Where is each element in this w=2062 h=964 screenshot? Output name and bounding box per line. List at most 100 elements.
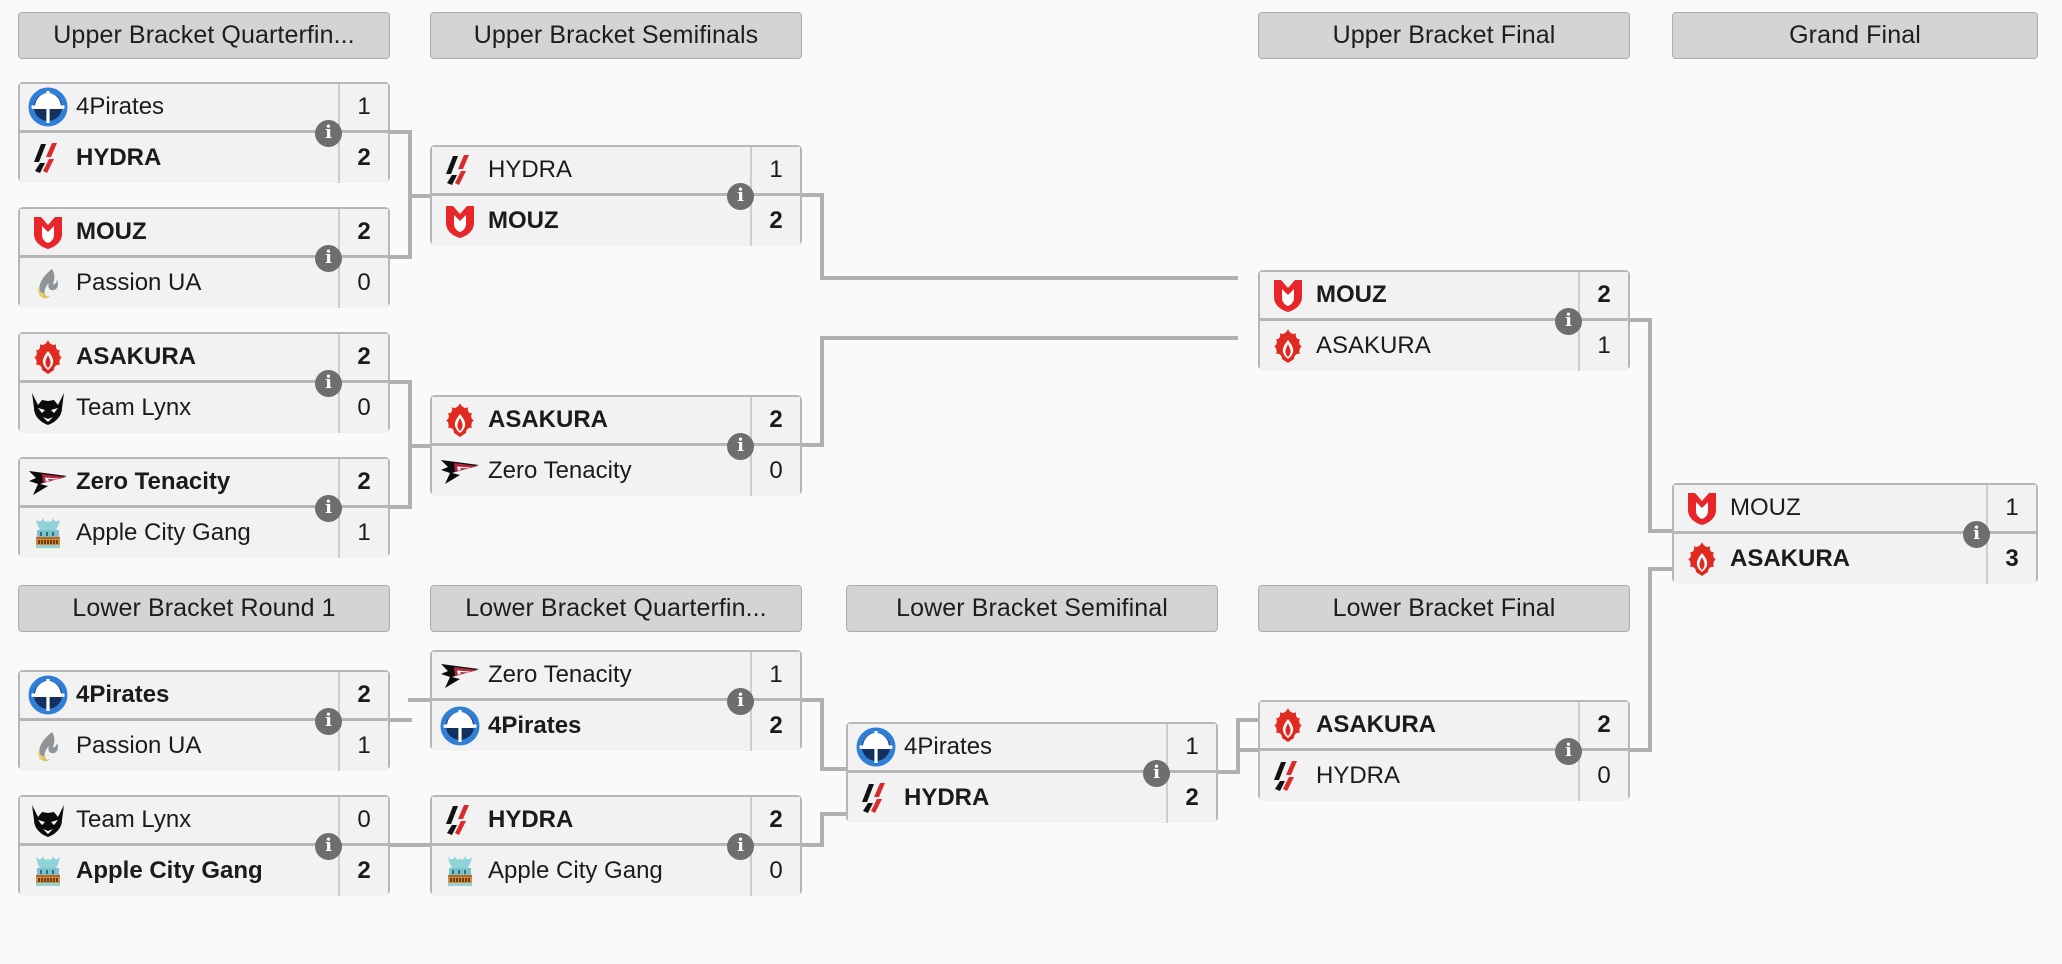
match-info-icon[interactable]: i <box>315 120 342 147</box>
match-row[interactable]: Zero Tenacity 1 <box>432 652 800 701</box>
hydra-logo <box>432 797 488 843</box>
match-info-icon[interactable]: i <box>315 370 342 397</box>
info-icon-glyph: i <box>1565 309 1572 331</box>
team-name: ASAKURA <box>1316 711 1436 738</box>
asakura-logo <box>432 397 488 443</box>
connector-lbqf1-to-lbsf <box>820 767 854 771</box>
asakura-logo <box>446 403 474 437</box>
connector-ubsf2-to-ubf <box>802 443 824 447</box>
match-info-icon[interactable]: i <box>727 688 754 715</box>
team-name: ASAKURA <box>1316 332 1431 359</box>
match-info-icon[interactable]: i <box>1963 521 1990 548</box>
connector-lbsf-to-lbf <box>1218 770 1240 774</box>
connector-ubf-to-gf <box>1648 318 1652 533</box>
passion-ua-logo <box>20 260 76 306</box>
team-name: 4Pirates <box>76 93 165 120</box>
team-lynx-logo <box>20 385 76 431</box>
team-name: Zero Tenacity <box>488 661 632 688</box>
connector-ubqf1-to-ubsf <box>390 130 412 134</box>
team-score: 0 <box>338 383 388 433</box>
team-score: 2 <box>338 334 388 380</box>
match-info-icon[interactable]: i <box>1143 760 1170 787</box>
passion-ua-logo <box>37 269 58 299</box>
connector-ubf-to-gf <box>1648 529 1674 533</box>
connector-lbf-to-gf <box>1630 748 1652 752</box>
info-icon-glyph: i <box>1153 761 1160 783</box>
connector-drop-to-lbqf2 <box>408 843 430 847</box>
apple-city-gang-logo <box>36 856 60 886</box>
team-name: ASAKURA <box>488 406 608 433</box>
asakura-logo <box>1260 323 1316 369</box>
info-icon-glyph: i <box>1565 739 1572 761</box>
team-name: HYDRA <box>1316 762 1401 789</box>
hydra-logo <box>1260 753 1316 799</box>
match-info-icon[interactable]: i <box>315 245 342 272</box>
connector-lbsf-to-lbf <box>1236 718 1240 772</box>
round-header-lbqf: Lower Bracket Quarterfin... <box>430 585 802 632</box>
info-icon-glyph: i <box>325 496 332 518</box>
team-score: 2 <box>750 196 800 246</box>
team-name: ASAKURA <box>1730 545 1850 572</box>
apple-city-gang-logo <box>432 848 488 894</box>
4pirates-logo <box>28 675 68 715</box>
asakura-logo <box>20 334 76 380</box>
info-icon-glyph: i <box>1973 522 1980 544</box>
match-info-icon[interactable]: i <box>315 495 342 522</box>
match-info-icon[interactable]: i <box>315 708 342 735</box>
hydra-logo <box>1274 761 1297 791</box>
connector-ubsf2-to-ubf <box>820 336 1238 340</box>
team-score: 0 <box>750 846 800 896</box>
hydra-logo <box>34 143 57 173</box>
match-info-icon[interactable]: i <box>1555 308 1582 335</box>
match-info-icon[interactable]: i <box>315 833 342 860</box>
asakura-logo <box>1274 708 1302 742</box>
connector-ubqf4-to-ubsf <box>390 505 412 509</box>
passion-ua-logo <box>37 732 58 762</box>
team-name: Passion UA <box>76 732 202 759</box>
4pirates-logo <box>20 672 76 718</box>
team-score: 3 <box>1986 534 2036 584</box>
zero-tenacity-logo <box>29 471 67 495</box>
team-name: HYDRA <box>904 784 990 811</box>
connector-lbsf-to-lbf <box>1236 718 1262 722</box>
team-name: Zero Tenacity <box>76 468 231 495</box>
team-score: 1 <box>750 147 800 193</box>
team-score: 1 <box>1986 485 2036 531</box>
connector-lbr1b-to-lbqf2 <box>390 843 412 847</box>
team-score: 1 <box>750 652 800 698</box>
hydra-logo <box>446 805 469 835</box>
team-score: 2 <box>750 701 800 751</box>
hydra-logo <box>20 135 76 181</box>
round-header-ubsf: Upper Bracket Semifinals <box>430 12 802 59</box>
match-info-icon[interactable]: i <box>727 833 754 860</box>
match-info-icon[interactable]: i <box>727 433 754 460</box>
connector-ubqf-merge-to-ubsf2 <box>408 444 430 448</box>
round-header-label: Lower Bracket Final <box>1332 594 1556 622</box>
match-info-icon[interactable]: i <box>727 183 754 210</box>
mouz-logo <box>1260 272 1316 318</box>
match-info-icon[interactable]: i <box>1555 738 1582 765</box>
